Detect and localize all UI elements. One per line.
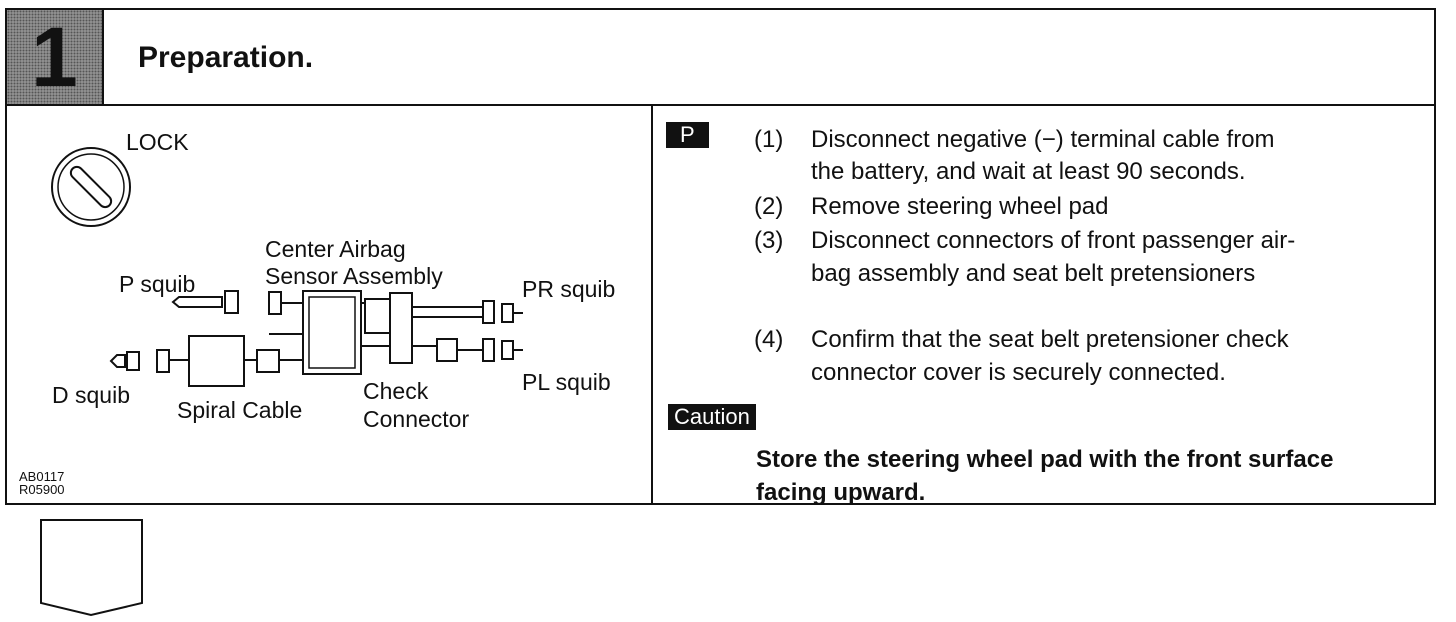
d-squib-label: D squib <box>52 382 130 408</box>
caution-line2: facing upward. <box>756 479 926 506</box>
airbag-wiring-diagram: LOCK Center Airbag Sensor Assembly P squ… <box>7 106 651 505</box>
p-badge: P <box>666 122 709 148</box>
instructions-panel: P (1) Disconnect negative (−) terminal c… <box>653 106 1436 506</box>
step-4-line2: connector cover is securely connected. <box>811 359 1226 386</box>
caution-badge: Caution <box>668 404 756 430</box>
step-1-line2: the battery, and wait at least 90 second… <box>811 158 1246 185</box>
lock-label: LOCK <box>126 129 189 155</box>
pr-squib-label: PR squib <box>522 276 616 302</box>
caution-line1: Store the steering wheel pad with the fr… <box>756 446 1334 473</box>
center-airbag-label-line2: Sensor Assembly <box>265 263 443 289</box>
step-title: Preparation. <box>138 41 314 74</box>
figure-code: AB0117 <box>19 469 65 484</box>
figure-code: R05900 <box>19 482 65 497</box>
step-4-number: (4) <box>754 326 784 353</box>
step-1-number: (1) <box>754 126 784 153</box>
step-3-number: (3) <box>754 227 784 254</box>
check-connector-label-line2: Connector <box>363 406 470 432</box>
spiral-cable-label: Spiral Cable <box>177 397 303 423</box>
step-2-number: (2) <box>754 193 784 220</box>
pr-squib-connector <box>361 292 523 364</box>
procedure-frame: 1 Preparation. <box>5 8 1436 506</box>
check-connector-label-line1: Check <box>363 378 429 404</box>
step-header: 1 Preparation. <box>7 10 1434 106</box>
page-tab-marker <box>40 519 143 617</box>
step-3-line2: bag assembly and seat belt pretensioners <box>811 260 1256 287</box>
pl-squib-label: PL squib <box>522 369 611 395</box>
d-squib-connector <box>109 349 189 373</box>
p-squib-connector <box>171 290 239 314</box>
step-4-line1: Confirm that the seat belt pretensioner … <box>811 326 1289 353</box>
step-number-box: 1 <box>7 10 104 104</box>
p-squib-label: P squib <box>119 271 196 297</box>
diagram-drawing <box>51 147 523 387</box>
step-number: 1 <box>31 10 78 104</box>
lock-key-icon <box>51 147 131 227</box>
step-2-line1: Remove steering wheel pad <box>811 193 1109 220</box>
center-airbag-label-line1: Center Airbag <box>265 236 406 262</box>
pl-squib-connector <box>361 338 523 362</box>
center-airbag-sensor-assembly <box>268 290 362 375</box>
step-3-line1: Disconnect connectors of front passenger… <box>811 227 1296 254</box>
step-1-line1: Disconnect negative (−) terminal cable f… <box>811 126 1275 153</box>
column-divider <box>651 104 653 505</box>
spiral-cable <box>188 335 303 387</box>
